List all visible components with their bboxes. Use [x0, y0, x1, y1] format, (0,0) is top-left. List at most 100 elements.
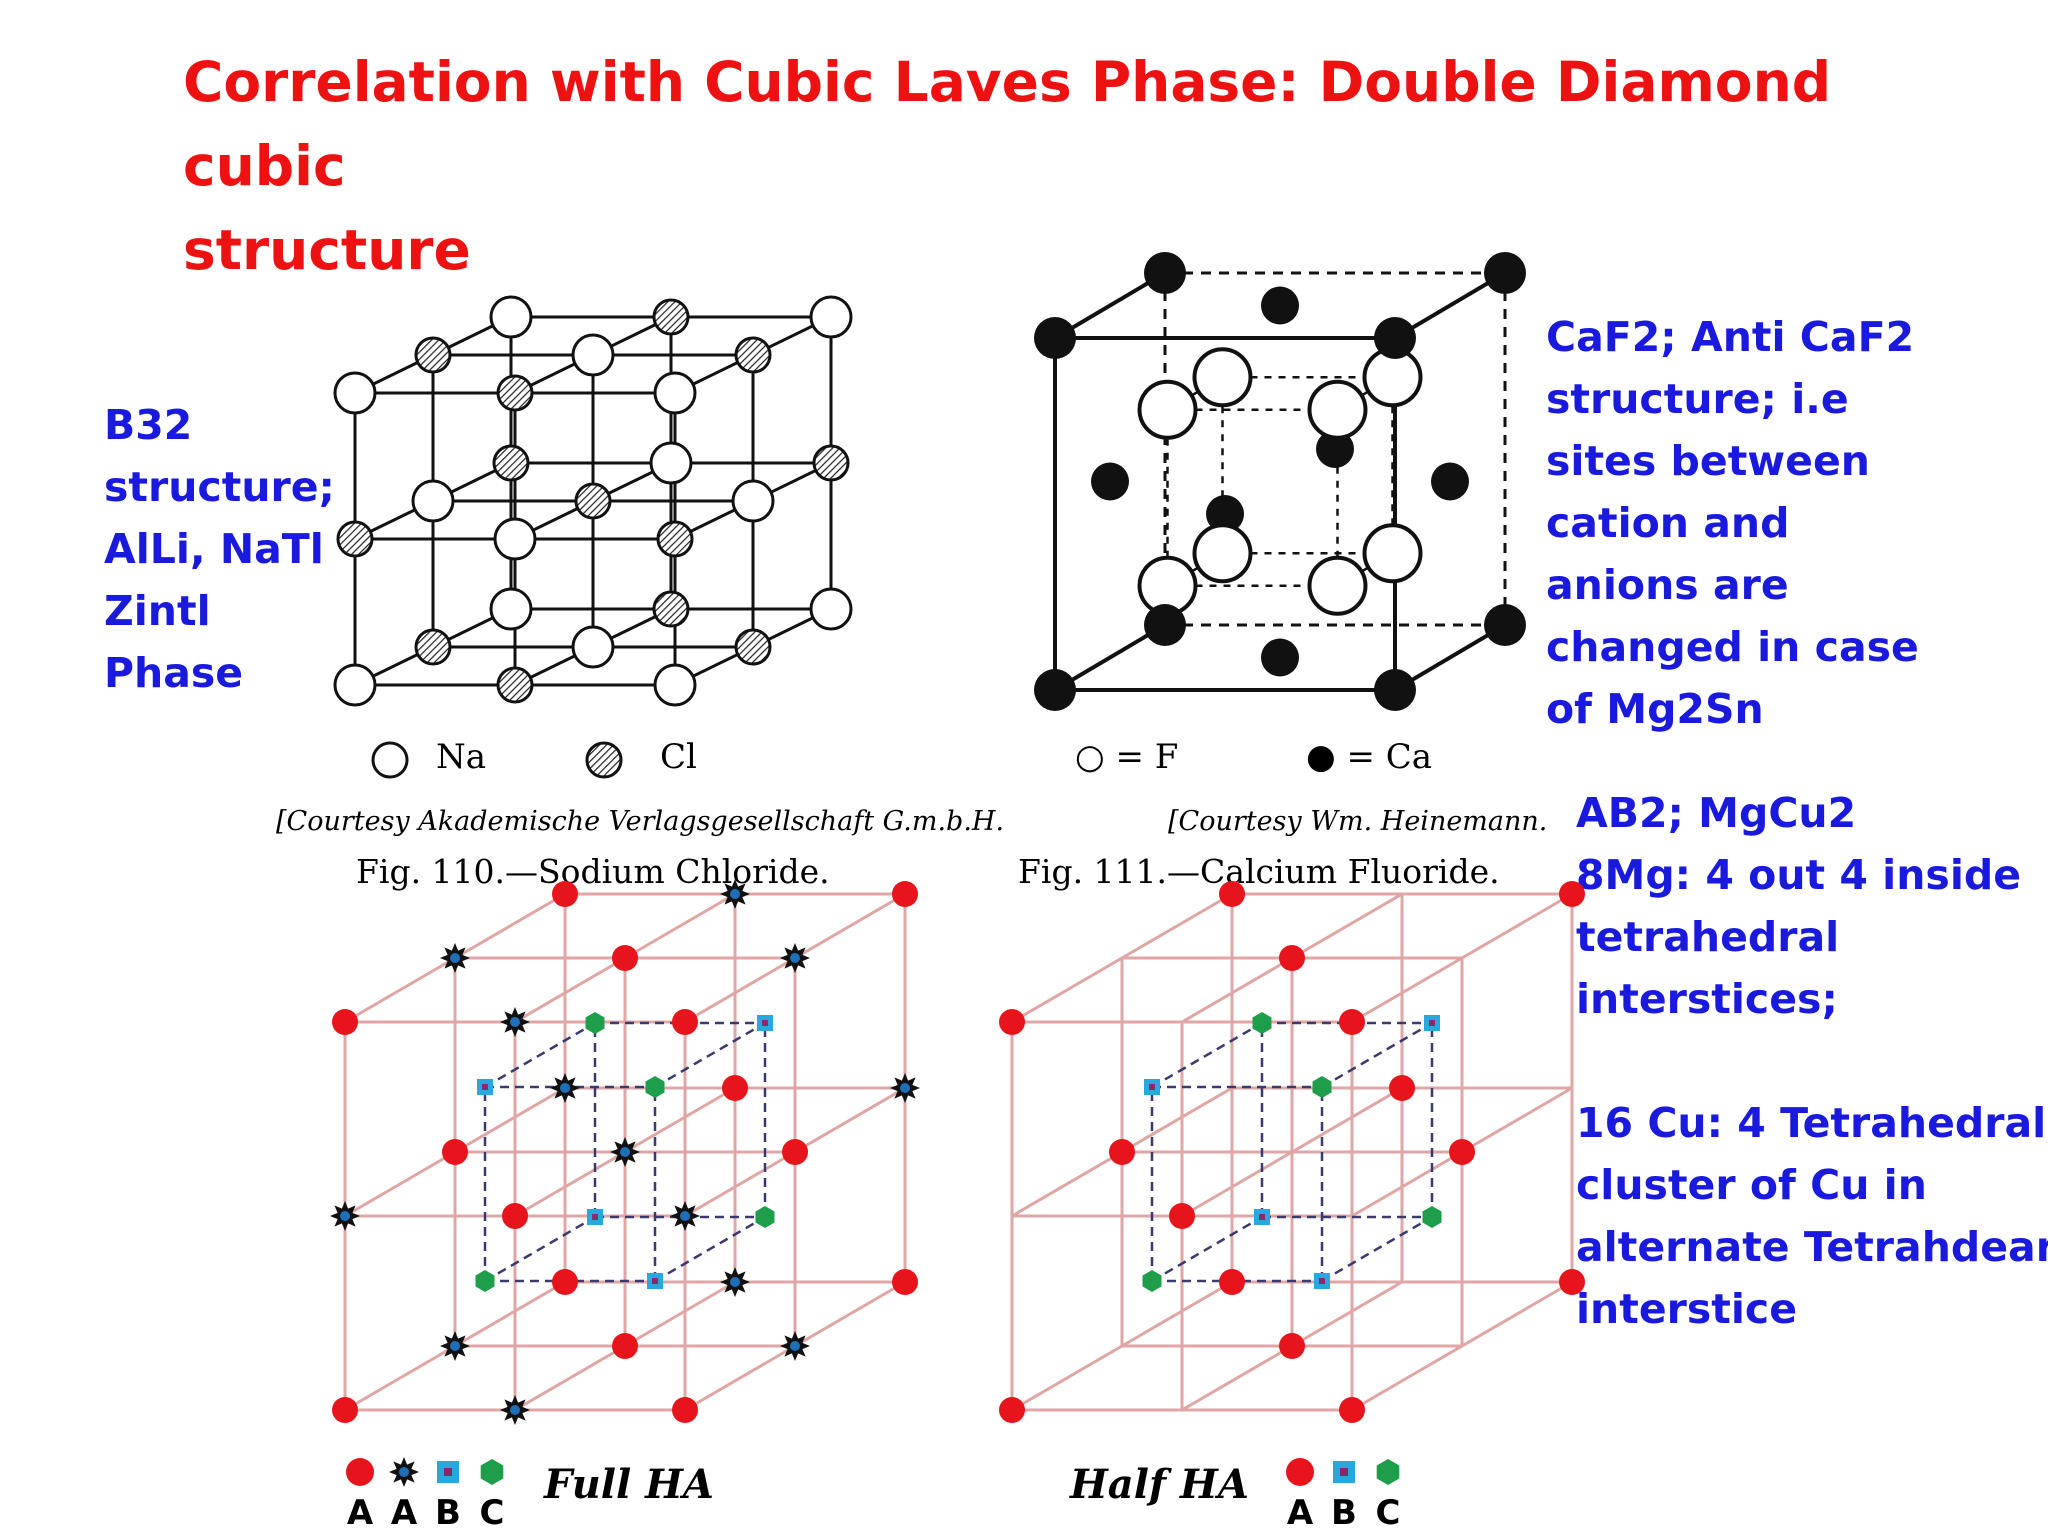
na-atom — [653, 371, 697, 415]
legend-letter: A — [391, 1493, 418, 1533]
atom-c-hex — [1142, 1270, 1162, 1292]
b32-note: B32 structure; AlLi, NaTl Zintl Phase — [104, 394, 335, 704]
atom-a-red — [1109, 1139, 1135, 1165]
inner-cube-edge — [484, 1215, 596, 1283]
note-line: sites between — [1546, 437, 1870, 485]
caf2-note: CaF2; Anti CaF2 structure; i.e sites bet… — [1546, 306, 1919, 740]
fig110-courtesy: [Courtesy Akademische Verlagsgesellschaf… — [276, 806, 1004, 837]
na-atom — [489, 587, 533, 631]
title-line-1: Correlation with Cubic Laves Phase: Doub… — [183, 50, 1832, 198]
cl-legend-label: Cl — [660, 737, 697, 777]
note-line: B32 — [104, 401, 193, 449]
inner-cube-edge — [1151, 1215, 1263, 1283]
ca-atom — [1091, 462, 1129, 501]
atom-a-red — [1449, 1139, 1475, 1165]
mgcu2-note: AB2; MgCu2 8Mg: 4 out 4 inside tetrahedr… — [1576, 782, 2048, 1340]
ca-atom — [1034, 669, 1076, 711]
note-line: changed in case — [1546, 623, 1919, 671]
inner-cube-edge — [1321, 1021, 1433, 1089]
note-line: Zintl — [104, 587, 211, 635]
title-line-2: structure — [183, 218, 471, 282]
legend-b-core — [444, 1468, 452, 1476]
atom-c-hex — [1312, 1076, 1332, 1098]
nacl-legend: Na Cl — [371, 737, 697, 779]
inner-cube-edge — [654, 1215, 766, 1283]
note-line: structure; i.e — [1546, 375, 1849, 423]
atom-b-core — [592, 1214, 598, 1220]
ca-atom — [1374, 317, 1416, 359]
note-line: Phase — [104, 649, 244, 697]
slide-title: Correlation with Cubic Laves Phase: Doub… — [183, 40, 1963, 292]
cl-atom — [414, 336, 452, 374]
na-atom — [571, 625, 615, 669]
note-line: 8Mg: 4 out 4 inside — [1576, 851, 2022, 899]
note-line: alternate Tetrahdearl — [1576, 1223, 2048, 1271]
inner-cube-edge — [654, 1021, 766, 1089]
legend-letter: A — [1287, 1493, 1314, 1533]
atom-a-red — [999, 1009, 1025, 1035]
note-line: AlLi, NaTl — [104, 525, 324, 573]
note-line: interstices; — [1576, 975, 1838, 1023]
atom-c-hex — [475, 1270, 495, 1292]
atom-a-star-core — [340, 1211, 350, 1221]
note-line: anions are — [1546, 561, 1789, 609]
legend-a-star-core — [399, 1467, 409, 1477]
note-line: structure; — [104, 463, 335, 511]
cl-atom — [492, 444, 530, 482]
atom-a-star-core — [790, 1341, 800, 1351]
f-atom — [1307, 379, 1368, 440]
note-line: of Mg2Sn — [1546, 685, 1764, 733]
na-legend-icon — [371, 741, 409, 779]
cl-atom — [734, 336, 772, 374]
ca-atom — [1144, 604, 1186, 646]
atom-a-red — [892, 881, 918, 907]
atom-c-hex — [1252, 1012, 1272, 1034]
atom-a-red — [999, 1397, 1025, 1423]
cell-edge — [1053, 271, 1167, 340]
atom-a-star-core — [560, 1083, 570, 1093]
bond-dashed — [1166, 376, 1224, 411]
atom-a-red — [552, 881, 578, 907]
na-atom — [731, 479, 775, 523]
na-legend-label: Na — [436, 737, 486, 777]
atom-b-core — [482, 1084, 488, 1090]
na-atom — [333, 371, 377, 415]
atom-c-hex — [1422, 1206, 1442, 1228]
ca-atom — [1206, 495, 1244, 533]
atom-b-core — [652, 1278, 658, 1284]
full-ha-label: Full HA — [543, 1461, 714, 1508]
ca-atom — [1144, 252, 1186, 294]
na-atom — [809, 295, 853, 339]
ca-atom — [1374, 669, 1416, 711]
inner-cube-edge — [484, 1021, 596, 1089]
atom-a-red — [332, 1009, 358, 1035]
na-atom — [489, 295, 533, 339]
note-line: CaF2; Anti CaF2 — [1546, 313, 1915, 361]
legend-letter: B — [435, 1493, 461, 1533]
atom-a-red — [552, 1269, 578, 1295]
atom-a-red — [782, 1139, 808, 1165]
bond-dashed — [1166, 552, 1224, 587]
cell-edge — [1053, 623, 1167, 692]
atom-a-star-core — [450, 953, 460, 963]
note-line: cation and — [1546, 499, 1790, 547]
na-atom — [649, 441, 693, 485]
inner-cube-edge — [1321, 1215, 1433, 1283]
fig110-caption: Fig. 110.—Sodium Chloride. — [356, 852, 830, 891]
cl-atom — [496, 374, 534, 412]
na-atom — [653, 663, 697, 707]
cl-atom — [496, 666, 534, 704]
atom-a-red — [1279, 1333, 1305, 1359]
f-atom — [1192, 347, 1253, 408]
f-legend-label: ○ = F — [1075, 737, 1178, 777]
cl-legend-icon — [585, 741, 623, 779]
caf2-legend: ○ = F ● = Ca — [1075, 737, 1432, 777]
legend-c-icon — [480, 1459, 504, 1485]
atom-a-star-core — [450, 1341, 460, 1351]
cl-atom — [414, 628, 452, 666]
cl-atom — [652, 590, 690, 628]
legend-a-icon — [346, 1458, 374, 1486]
bond-dashed — [1336, 376, 1394, 411]
